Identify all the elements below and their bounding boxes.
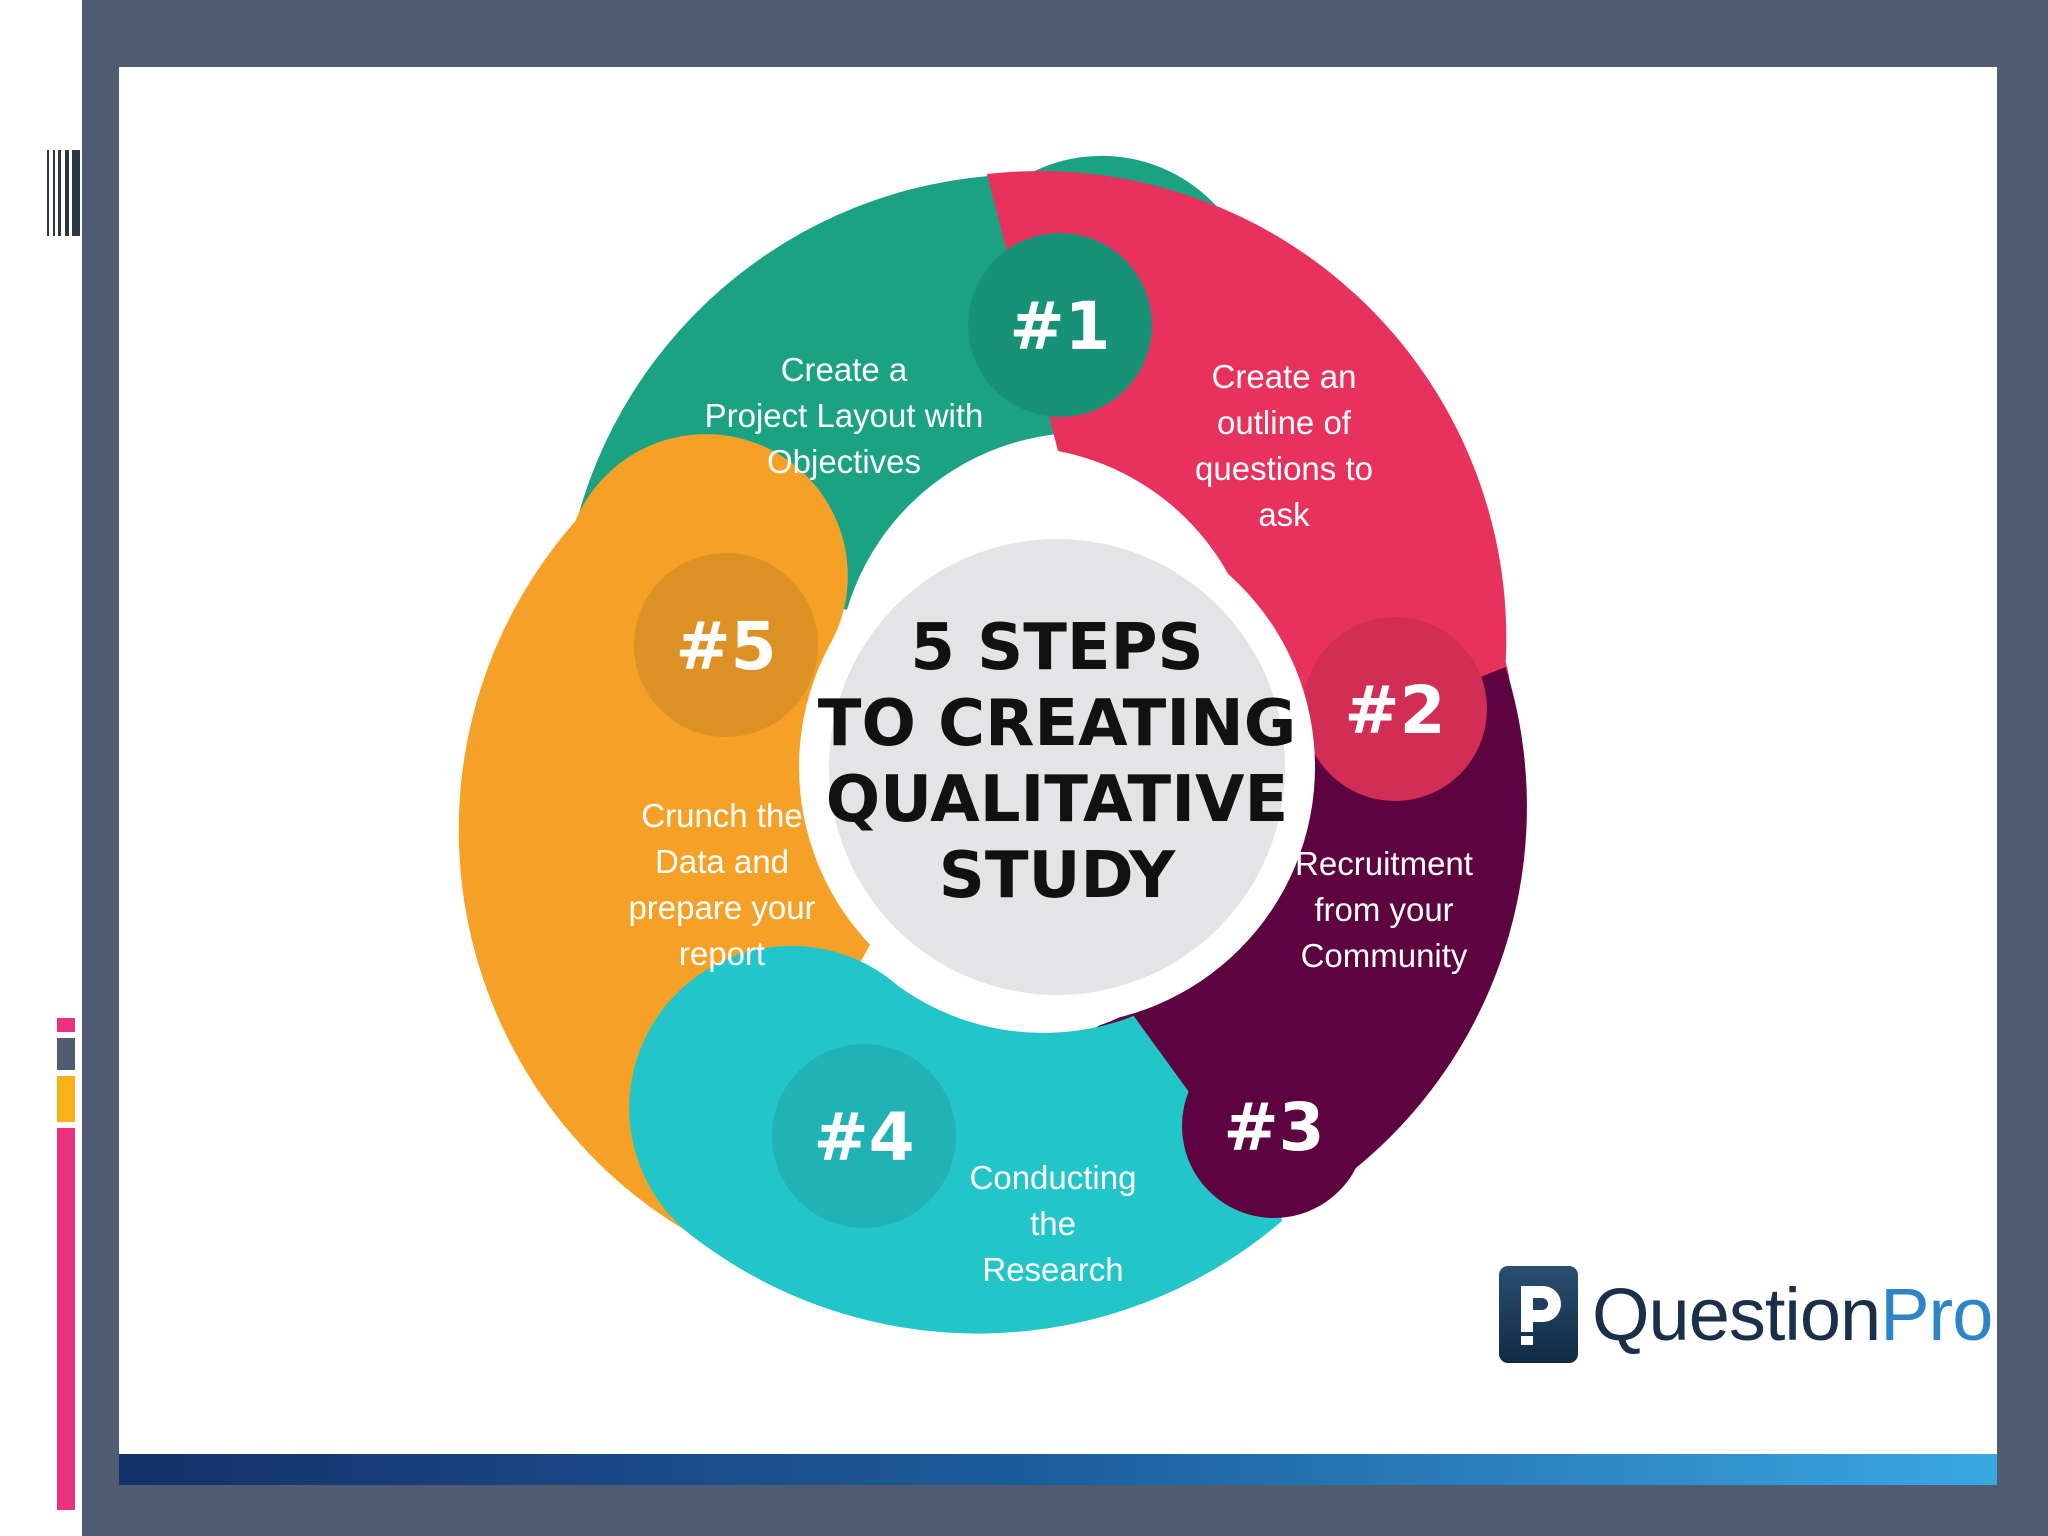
step-4-text-line-1: Conducting (970, 1159, 1137, 1196)
badge-step-4 (772, 1044, 956, 1228)
step-5-text-line-1: Crunch the (641, 797, 802, 834)
step-3-text-line-3: Community (1301, 937, 1468, 974)
center-title-line-3: QUALITATIVE (826, 763, 1289, 837)
step-1-text-line-1: Create a (781, 351, 908, 388)
decorative-lines (47, 150, 80, 236)
accent-bar-pink (57, 1128, 75, 1510)
center-title-line-4: STUDY (939, 839, 1176, 913)
badge-step-3 (1182, 1034, 1366, 1218)
step-2-number: #2 (1344, 672, 1445, 749)
center-title-line-2: TO CREATING (818, 687, 1296, 761)
step-5-text-line-3: prepare your (628, 889, 815, 926)
step-5-text-line-4: report (679, 935, 765, 972)
step-4-text-line-2: the (1030, 1205, 1076, 1242)
questionpro-wordmark: QuestionPro (1592, 1272, 1993, 1357)
accent-bar-slate (57, 1038, 75, 1070)
step-2-text-line-1: Create an (1212, 358, 1357, 395)
step-2-text-line-3: questions to (1195, 450, 1373, 487)
left-margin (0, 0, 82, 1536)
step-5-text-line-2: Data and (655, 843, 789, 880)
step-2-text-line-2: outline of (1217, 404, 1352, 441)
step-1-text-line-3: Objectives (767, 443, 921, 480)
step-3-text-line-2: from your (1314, 891, 1453, 928)
badge-step-2 (1303, 617, 1487, 801)
questionpro-logo-icon (1499, 1266, 1578, 1363)
step-3-text-line-1: Recruitment (1295, 845, 1473, 882)
badge-step-1 (968, 233, 1152, 417)
slide: 5 STEPS TO CREATING QUALITATIVE STUDY #1… (119, 67, 1997, 1485)
step-1-text-line-2: Project Layout with (705, 397, 984, 434)
step-4-number: #4 (813, 1099, 914, 1176)
step-5-number: #5 (675, 608, 776, 685)
step-1-number: #1 (1009, 288, 1110, 365)
questionpro-logo: QuestionPro (1499, 1266, 1993, 1363)
step-4-text-line-3: Research (982, 1251, 1123, 1288)
accent-bar-orange (57, 1076, 75, 1122)
badge-step-5 (634, 553, 818, 737)
step-2-text-line-4: ask (1258, 496, 1310, 533)
step-3-number: #3 (1223, 1089, 1324, 1166)
center-title-line-1: 5 STEPS (910, 611, 1203, 685)
brand-name-accent: Pro (1880, 1273, 1993, 1356)
brand-name-main: Question (1592, 1273, 1881, 1356)
slide-bottom-bar (119, 1454, 1997, 1485)
accent-bars (57, 1018, 75, 1510)
steps-diagram: 5 STEPS TO CREATING QUALITATIVE STUDY #1… (458, 155, 1527, 1334)
center-circle (829, 539, 1285, 995)
accent-bar-pink-small (57, 1018, 75, 1032)
